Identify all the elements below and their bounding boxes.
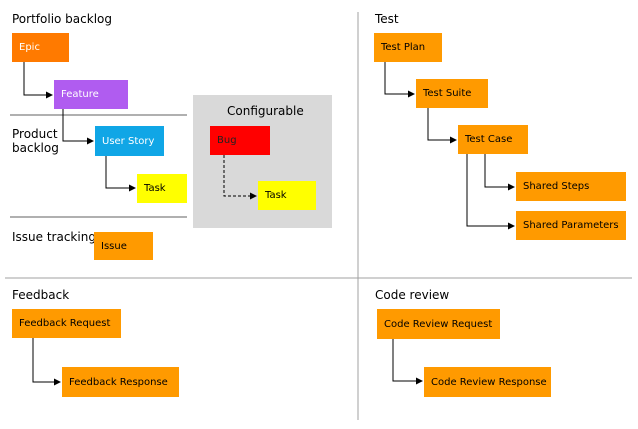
shared-parameters-box: Shared Parameters bbox=[516, 211, 626, 240]
epic-box: Epic bbox=[12, 33, 69, 62]
shared-steps-label: Shared Steps bbox=[523, 181, 590, 192]
shared-steps-box: Shared Steps bbox=[516, 172, 626, 201]
bug-label: Bug bbox=[217, 135, 237, 146]
feedback-response-box: Feedback Response bbox=[62, 367, 179, 397]
feature-box: Feature bbox=[54, 80, 128, 109]
section-configurable: Configurable bbox=[227, 104, 304, 118]
connector-epic-feature bbox=[23, 62, 53, 99]
connector-userstory-task bbox=[105, 156, 136, 192]
epic-label: Epic bbox=[19, 42, 40, 53]
test-case-box: Test Case bbox=[458, 125, 528, 154]
shared-parameters-label: Shared Parameters bbox=[523, 220, 619, 231]
task-label-configurable: Task bbox=[265, 190, 287, 201]
connector-testplan-testsuite bbox=[384, 62, 415, 98]
feature-label: Feature bbox=[61, 89, 99, 100]
connector-testcase-sharedparams bbox=[466, 154, 515, 230]
connector-testcase-sharedsteps bbox=[484, 154, 515, 191]
task-label-product: Task bbox=[144, 183, 166, 194]
code-review-response-box: Code Review Response bbox=[424, 367, 551, 397]
feedback-response-label: Feedback Response bbox=[69, 376, 168, 388]
section-code-review: Code review bbox=[375, 288, 450, 302]
user-story-label: User Story bbox=[102, 135, 155, 147]
section-feedback: Feedback bbox=[12, 288, 70, 302]
task-box-configurable: Task bbox=[258, 181, 316, 210]
code-review-request-box: Code Review Request bbox=[377, 309, 500, 339]
test-plan-box: Test Plan bbox=[374, 33, 442, 62]
code-review-request-label: Code Review Request bbox=[384, 318, 493, 330]
connector-feedback bbox=[32, 338, 61, 386]
test-plan-label: Test Plan bbox=[381, 42, 426, 53]
bug-box: Bug bbox=[210, 126, 270, 155]
connector-feature-userstory bbox=[62, 109, 94, 145]
connector-testsuite-testcase bbox=[427, 108, 457, 144]
issue-box: Issue bbox=[94, 232, 153, 260]
code-review-response-label: Code Review Response bbox=[431, 376, 547, 388]
section-portfolio-backlog: Portfolio backlog bbox=[12, 12, 112, 26]
test-case-label: Test Case bbox=[465, 134, 513, 145]
connector-codereview bbox=[392, 339, 423, 385]
issue-label: Issue bbox=[101, 240, 127, 252]
test-suite-box: Test Suite bbox=[416, 79, 488, 108]
feedback-request-label: Feedback Request bbox=[19, 318, 111, 329]
section-product-backlog: Product backlog bbox=[12, 127, 59, 155]
feedback-request-box: Feedback Request bbox=[12, 309, 121, 338]
test-suite-label: Test Suite bbox=[423, 88, 472, 99]
user-story-box: User Story bbox=[95, 126, 164, 156]
section-test: Test bbox=[375, 12, 399, 26]
section-issue-tracking: Issue tracking bbox=[12, 230, 96, 244]
connector-bug-task bbox=[223, 155, 257, 200]
task-box-product: Task bbox=[137, 174, 187, 203]
